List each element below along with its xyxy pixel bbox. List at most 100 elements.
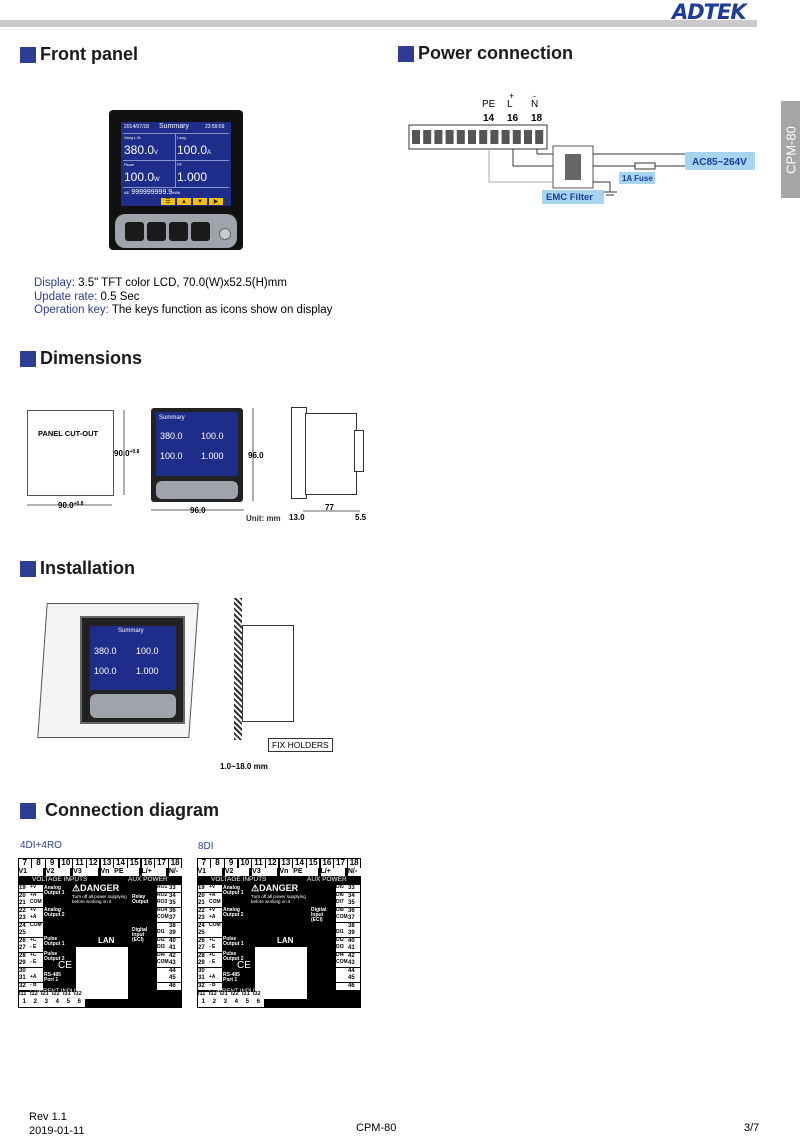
right-terminal-number: 44 <box>348 967 360 975</box>
right-terminal-signal: COM <box>336 959 348 967</box>
terminal-number: 12 <box>86 858 100 868</box>
current-terminal-label: I32 <box>74 991 85 999</box>
svg-text:AC85~264V: AC85~264V <box>692 157 747 168</box>
svg-text:77: 77 <box>325 503 334 512</box>
terminal-number: 7 <box>197 859 211 868</box>
left-terminal-number: 23 <box>19 915 30 922</box>
terminal-number: 17 <box>334 858 347 868</box>
current-terminal-label: I22 <box>52 991 63 999</box>
right-terminal-number: 34 <box>348 892 360 900</box>
right-terminal-signal: DI4 <box>157 952 169 960</box>
current-terminal-label: I31 <box>63 991 74 999</box>
left-terminal-number: 21 <box>19 900 30 907</box>
right-terminal-signal: RO4 <box>157 906 169 915</box>
right-terminal-number: 35 <box>348 900 360 907</box>
terminal-number: 10 <box>238 858 252 868</box>
right-terminal-signal: DI7 <box>336 900 348 907</box>
pulse-output-1: Pulse Output 1 <box>44 936 65 947</box>
right-terminal-number: 46 <box>348 982 360 990</box>
svg-text:EMC Filter: EMC Filter <box>546 192 593 203</box>
section-bullet-icon <box>20 802 36 819</box>
right-terminal-number: 43 <box>169 960 181 967</box>
terminal-screw <box>412 130 420 144</box>
right-terminal-signal: DI2 <box>157 937 169 945</box>
current-terminal-number: 3 <box>220 999 231 1007</box>
lan-label: LAN <box>98 936 115 945</box>
left-terminal-number: 32 <box>19 982 30 990</box>
current-terminal-label: I11 <box>19 991 30 999</box>
left-terminal-signal: +V <box>30 907 43 915</box>
device-front-image: 2014/07/18 Summary 23:59:59 Vavg L-N 380… <box>109 110 243 250</box>
svg-text:96.0: 96.0 <box>190 506 206 515</box>
right-terminal-number: 41 <box>169 945 181 952</box>
right-terminal-signal <box>336 982 348 990</box>
terminal-number: 18 <box>347 858 361 868</box>
brand-logo: ADTEK <box>672 0 747 24</box>
energy-value: AE 999999999.9kWh <box>124 189 181 196</box>
right-terminal-number: 36 <box>348 907 360 915</box>
hard-key-icon <box>147 222 166 241</box>
terminal-number: 17 <box>155 858 168 868</box>
right-terminal-number: 42 <box>348 952 360 960</box>
side-tab-label: CPM-80 <box>783 125 798 174</box>
left-terminal-number: 31 <box>198 975 209 982</box>
terminal-screw <box>445 130 454 144</box>
footer-revision: Rev 1.1 <box>29 1111 67 1123</box>
right-terminal-signal: RO3 <box>157 899 169 907</box>
device-screen: 2014/07/18 Summary 23:59:59 Vavg L-N 380… <box>121 122 231 206</box>
left-terminal-signal: - B <box>209 982 222 990</box>
terminal-label: V1 <box>197 868 223 876</box>
left-terminal-signal: +V <box>30 885 43 892</box>
danger-text: Turn off all power supplying before work… <box>251 894 306 904</box>
rs485-port: RS-485 Port 1 <box>44 972 61 983</box>
svg-text:PE: PE <box>482 99 496 110</box>
analog-output-2: Analog Output 2 <box>44 907 65 918</box>
terminal-number: 9 <box>45 859 59 868</box>
left-terminal-number: 29 <box>19 960 30 967</box>
analog-output-1: Analog Output 1 <box>223 885 244 896</box>
analog-output-2: Analog Output 2 <box>223 907 244 918</box>
hard-key-icon <box>191 222 210 241</box>
left-terminal-number: 20 <box>19 892 30 900</box>
current-terminal-label: I11 <box>198 991 209 999</box>
footer-model: CPM-80 <box>356 1122 397 1134</box>
left-terminal-signal: +A <box>209 975 222 982</box>
ce-mark: CE <box>237 960 251 971</box>
right-terminal-signal: COM <box>157 959 169 967</box>
right-terminal-signal: DI6 <box>336 892 348 900</box>
section-bullet-icon <box>20 560 36 577</box>
pulse-output-2: Pulse Output 2 <box>223 951 244 962</box>
svg-text:L: L <box>507 99 513 110</box>
device-hard-keys <box>125 222 210 241</box>
current-terminal-number: 2 <box>209 999 220 1007</box>
right-terminal-number: 44 <box>169 967 181 975</box>
terminal-label: Vn <box>279 868 305 876</box>
diagram-title-8di: 8DI <box>198 841 214 852</box>
right-terminal-number: 42 <box>169 952 181 960</box>
digital-input: Digital Input (ECI) <box>132 927 148 943</box>
hard-key-icon <box>169 222 188 241</box>
terminal-screw <box>512 130 521 144</box>
right-terminal-signal: DI1 <box>157 930 169 937</box>
right-terminal-number: 41 <box>348 945 360 952</box>
svg-text:18: 18 <box>531 113 543 124</box>
terminal-number: 8 <box>32 859 45 868</box>
left-terminal-number: 21 <box>198 900 209 907</box>
svg-text:+: + <box>509 91 514 101</box>
svg-text:14: 14 <box>483 113 495 124</box>
terminal-number: 8 <box>211 859 224 868</box>
spec-display: Display: 3.5" TFT color LCD, 70.0(W)x52.… <box>34 277 287 289</box>
left-terminal-signal: COM <box>209 899 222 907</box>
left-terminal-number: 19 <box>19 885 30 892</box>
svg-text:16: 16 <box>507 113 519 124</box>
ce-mark: CE <box>58 960 72 971</box>
side-view-rear <box>354 430 364 472</box>
section-front-panel: Front panel <box>20 44 138 65</box>
left-terminal-number: 22 <box>19 907 30 915</box>
terminal-label: V2 <box>45 868 71 876</box>
section-connection-diagram: Connection diagram <box>20 800 219 821</box>
left-terminal-number: 19 <box>198 885 209 892</box>
terminal-screw <box>535 130 544 144</box>
terminal-screw <box>456 130 465 144</box>
fix-holders-label: FIX HOLDERS <box>268 738 333 752</box>
